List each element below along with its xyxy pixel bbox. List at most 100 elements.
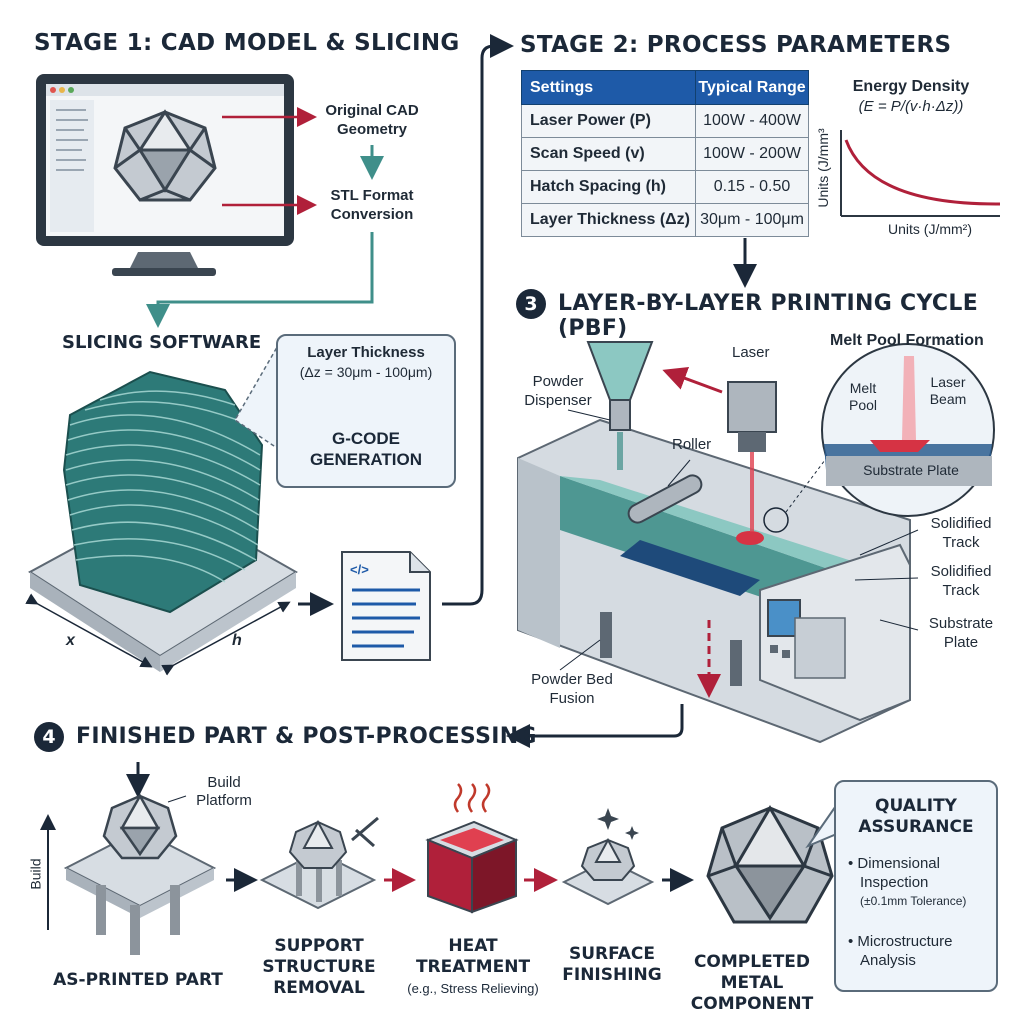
qa-item1-line3: (±0.1mm Tolerance) [860,894,967,908]
table-header-settings: Settings [520,70,697,105]
support-removal-label: SUPPORT STRUCTURE REMOVAL [260,936,378,999]
as-printed-part-icon [63,793,217,955]
gcode-line1: G-CODE [332,429,400,448]
melt-pool-line1: Melt [849,380,877,396]
gcode-file-icon [341,551,431,661]
melt-pool-formation-title: Melt Pool Formation [830,332,984,349]
param-value: 0.15 - 0.50 [695,170,809,204]
powder-dispenser-line2: Dispenser [524,392,592,409]
stage3-title: LAYER-BY-LAYER PRINTING CYCLE (PBF) [558,291,979,341]
as-printed-label: AS-PRINTED PART [53,970,223,990]
qa-item1-line1: • Dimensional [848,855,940,872]
gcode-generation-label: G-CODE GENERATION [278,428,454,470]
heat-line2: TREATMENT [415,957,531,977]
param-value: 100W - 400W [695,104,809,138]
energy-density-graph [840,130,1001,217]
completed-line2: METAL COMPONENT [690,973,814,1014]
roller-label: Roller [672,436,712,453]
roller-icon [627,474,703,524]
table-header-range: Typical Range [695,70,809,105]
substrate-inset-label: Substrate Plate [863,462,959,478]
pbf-line2: Fusion [549,690,595,707]
melt-pool-line2: Pool [848,397,878,413]
stl-conversion-line2: Conversion [330,206,414,223]
stage4-number-badge: 4 [34,722,64,752]
stage2-title: STAGE 2: PROCESS PARAMETERS [520,32,952,58]
laser-head-icon [727,381,777,532]
stage3-number-badge: 3 [516,289,546,319]
solidified-track-label-b: Solidified Track [920,562,1002,600]
solidified-a-line2: Track [942,534,980,551]
solidified-b-line2: Track [942,582,980,599]
table-row: Layer Thickness (Δz) 30μm - 100μm [520,203,809,237]
heat-line1: HEAT [448,936,498,956]
solidified-a-line1: Solidified [930,515,992,532]
qa-item2-line1: • Microstructure [848,933,953,950]
powder-dispenser-icon [586,341,654,470]
stl-conversion-label: STL Format Conversion [316,186,428,224]
melt-pool-inset [821,343,995,517]
build-platform-line1: Build [207,774,241,791]
table-row: Scan Speed (v) 100W - 200W [520,137,809,171]
icosahedron-icon [113,109,217,202]
solidified-b-line1: Solidified [930,563,992,580]
table-header-row: Settings Typical Range [520,70,809,105]
cad-geometry-line2: Geometry [336,121,408,138]
surface-finishing-icon [561,808,655,906]
slicing-software-title: SLICING SOFTWARE [62,332,262,353]
support-removal-icon [259,816,379,910]
completed-line1: COMPLETED [693,952,811,972]
build-platform-label: Build Platform [186,774,262,810]
powder-dispenser-line1: Powder [532,373,584,390]
qa-title-line1: QUALITY [875,796,957,816]
param-name: Layer Thickness (Δz) [520,203,697,237]
param-value: 100W - 200W [695,137,809,171]
energy-density-formula: (E = P/(v·h·Δz)) [858,98,964,115]
axis-x-label: x [66,632,75,649]
qa-item2-line2: Analysis [860,952,916,969]
gcode-line2: GENERATION [309,450,423,469]
melt-pool-label: Melt Pool [838,380,888,414]
stage4-title: FINISHED PART & POST-PROCESSING [76,724,537,749]
table-row: Hatch Spacing (h) 0.15 - 0.50 [520,170,809,204]
completed-component-icon [706,805,834,924]
heat-line3: (e.g., Stress Relieving) [407,981,539,996]
laser-beam-line2: Beam [929,391,967,407]
support-line2: STRUCTURE [262,957,376,977]
file-code-glyph: </> [350,562,369,577]
qa-item-microstructure: • Microstructure Analysis [848,932,996,970]
qa-title: QUALITY ASSURANCE [836,796,996,838]
param-name: Laser Power (P) [520,104,697,138]
layer-thickness-title: Layer Thickness [307,344,425,361]
qa-item1-line2: Inspection [860,874,929,891]
cad-geometry-line1: Original CAD [325,102,419,119]
laser-label: Laser [732,344,770,361]
param-name: Scan Speed (v) [520,137,697,171]
heat-treatment-label: HEAT TREATMENT (e.g., Stress Relieving) [392,936,554,999]
graph-y-axis-label: Units (J/mm³ [815,128,831,208]
pbf-machine-icon [517,418,911,744]
support-line3: REMOVAL [273,978,365,998]
heat-treatment-icon [425,783,519,914]
computer-monitor-icon [36,74,294,276]
solidified-track-label-a: Solidified Track [920,514,1002,552]
energy-density-title: Energy Density [852,78,970,95]
substrate-line1: Substrate [928,615,994,632]
surface-line2: FINISHING [562,965,662,985]
powder-bed-fusion-label: Powder Bed Fusion [516,670,628,708]
powder-dispenser-label: Powder Dispenser [510,372,606,410]
stage1-title: STAGE 1: CAD MODEL & SLICING [34,30,460,56]
build-platform-line2: Platform [196,792,252,809]
param-value: 30μm - 100μm [695,203,809,237]
axis-h-label: h [232,632,242,649]
completed-component-label: COMPLETED METAL COMPONENT [664,952,840,1015]
build-axis-label: Build [27,858,44,890]
support-line1: SUPPORT [274,936,364,956]
graph-x-axis-label: Units (J/mm²) [888,221,972,237]
qa-item-dimensional: • Dimensional Inspection (±0.1mm Toleran… [848,854,996,911]
param-name: Hatch Spacing (h) [520,170,697,204]
table-row: Laser Power (P) 100W - 400W [520,104,809,138]
pbf-line1: Powder Bed [531,671,613,688]
process-parameters-table: Settings Typical Range Laser Power (P) 1… [520,70,809,237]
layer-thickness-callout: Layer Thickness (Δz = 30μm - 100μm) G-CO… [276,334,456,488]
